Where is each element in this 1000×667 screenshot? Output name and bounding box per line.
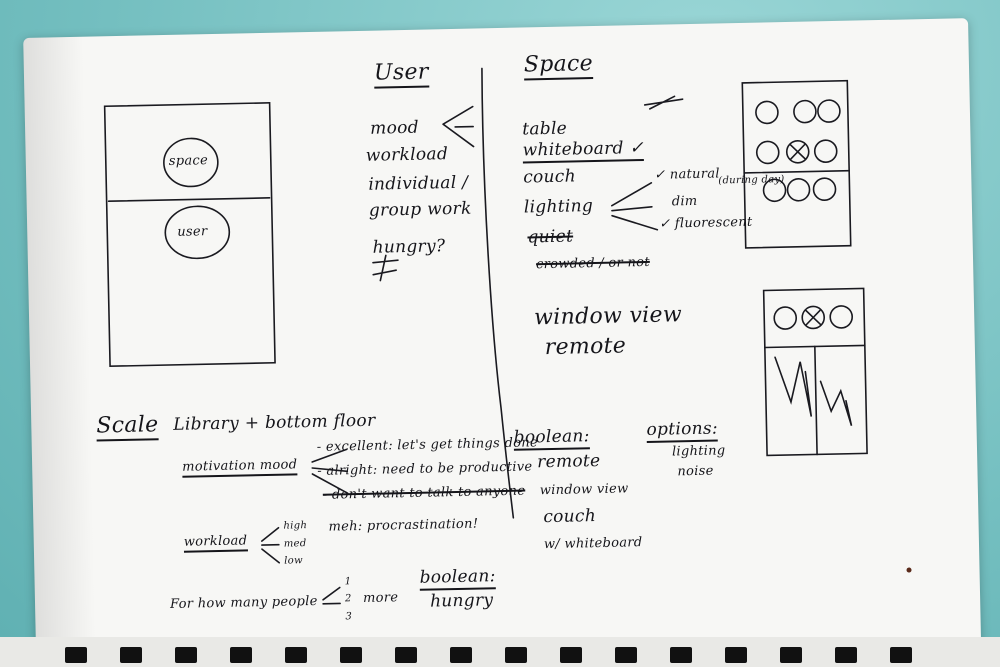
people-count-3: 3 bbox=[345, 611, 353, 623]
seat bbox=[812, 177, 837, 202]
binding-ring bbox=[725, 647, 747, 663]
binding-ring bbox=[560, 647, 582, 663]
boolean-item-couch: couch bbox=[543, 506, 597, 528]
seat bbox=[813, 139, 838, 163]
seat-cross bbox=[805, 309, 821, 326]
scale-location: Library + bottom floor bbox=[173, 410, 376, 435]
user-item-mood: mood bbox=[369, 117, 420, 139]
user-circle-label: user bbox=[177, 224, 208, 240]
left-wireframe-divider bbox=[107, 197, 271, 203]
lighting-option-natural-note: (during day) bbox=[718, 174, 785, 187]
people-bracket bbox=[322, 586, 341, 605]
space-item-window-view: window view bbox=[533, 302, 683, 331]
space-item-quiet: quiet bbox=[527, 226, 574, 248]
scale-heading: Scale bbox=[96, 412, 159, 442]
space-item-remote: remote bbox=[544, 333, 627, 361]
options-heading: options: bbox=[646, 418, 719, 443]
seat bbox=[755, 100, 779, 125]
binding-ring bbox=[890, 647, 912, 663]
people-count-1: 1 bbox=[344, 576, 352, 588]
workload-low: low bbox=[284, 555, 304, 567]
workload-med: med bbox=[283, 538, 307, 550]
user-item-workload: workload bbox=[365, 144, 449, 166]
floorplan-top bbox=[741, 79, 852, 249]
boolean-item-hungry: hungry bbox=[429, 590, 494, 612]
motivation-label: motivation mood bbox=[182, 457, 298, 478]
binding-ring bbox=[505, 647, 527, 663]
lighting-option-fluorescent: ✓ fluorescent bbox=[659, 214, 753, 232]
people-more: more bbox=[362, 590, 399, 606]
link-arrow bbox=[442, 105, 475, 148]
user-heading: User bbox=[373, 59, 429, 89]
space-item-whiteboard: whiteboard ✓ bbox=[522, 137, 645, 164]
user-item-hungry: hungry? bbox=[372, 236, 446, 258]
boolean-heading-2: boolean: bbox=[419, 566, 496, 591]
user-item-individual: individual / bbox=[368, 172, 469, 195]
scratch-mark bbox=[372, 254, 399, 282]
user-circle bbox=[164, 205, 231, 260]
binding-ring bbox=[395, 647, 417, 663]
motivation-branch bbox=[311, 448, 349, 495]
boolean-item-window-view: window view bbox=[539, 481, 629, 499]
lighting-option-natural: ✓ natural bbox=[654, 166, 720, 183]
struck-word bbox=[643, 95, 684, 110]
seat bbox=[786, 177, 811, 202]
options-item-lighting: lighting bbox=[671, 443, 726, 460]
seat bbox=[793, 99, 817, 124]
binding-ring bbox=[120, 647, 142, 663]
workload-label: workload bbox=[183, 533, 248, 553]
workload-bracket bbox=[260, 526, 281, 564]
space-circle-label: space bbox=[168, 153, 209, 169]
options-item-noise: noise bbox=[677, 463, 714, 480]
left-wireframe-frame bbox=[103, 102, 276, 368]
motivation-level-meh: meh: procrastination! bbox=[328, 516, 479, 535]
binding-ring bbox=[175, 647, 197, 663]
ink-dot bbox=[906, 567, 912, 573]
people-label: For how many people bbox=[169, 593, 318, 613]
scribble bbox=[774, 356, 853, 426]
binding-ring bbox=[670, 647, 692, 663]
space-circle bbox=[163, 137, 219, 188]
seat bbox=[817, 99, 841, 123]
seat bbox=[755, 140, 780, 165]
seat bbox=[829, 305, 854, 329]
binding-ring bbox=[615, 647, 637, 663]
seat bbox=[762, 178, 787, 203]
binding-ring bbox=[65, 647, 87, 663]
lighting-option-dim: dim bbox=[671, 193, 698, 210]
space-heading: Space bbox=[523, 51, 594, 81]
space-item-crowded: crowded / or not bbox=[535, 254, 651, 273]
space-item-couch: couch bbox=[523, 166, 577, 188]
space-item-table: table bbox=[522, 118, 568, 140]
binding-ring bbox=[230, 647, 252, 663]
spiral-binding bbox=[0, 637, 1000, 667]
workload-high: high bbox=[283, 520, 308, 532]
binding-ring bbox=[835, 647, 857, 663]
binding-ring bbox=[780, 647, 802, 663]
space-item-lighting: lighting bbox=[523, 196, 594, 218]
binding-ring bbox=[285, 647, 307, 663]
floorplan-top-divider bbox=[743, 169, 850, 174]
lighting-branch bbox=[611, 182, 659, 231]
seat-cross bbox=[790, 143, 806, 160]
user-item-group-work: group work bbox=[368, 198, 472, 221]
seat bbox=[801, 305, 826, 330]
notebook-page: space user User mood workload individual… bbox=[23, 18, 982, 667]
seat bbox=[773, 306, 798, 330]
column-divider bbox=[481, 67, 515, 519]
floorplan-bottom-vdivider bbox=[814, 345, 818, 456]
boolean-item-remote: remote bbox=[536, 450, 601, 473]
boolean-heading: boolean: bbox=[513, 426, 590, 451]
binding-ring bbox=[340, 647, 362, 663]
seat bbox=[785, 139, 810, 164]
ink-sketches bbox=[103, 67, 868, 605]
people-count-2: 2 bbox=[344, 593, 352, 605]
binding-ring bbox=[450, 647, 472, 663]
boolean-item-whiteboard: w/ whiteboard bbox=[543, 535, 643, 553]
